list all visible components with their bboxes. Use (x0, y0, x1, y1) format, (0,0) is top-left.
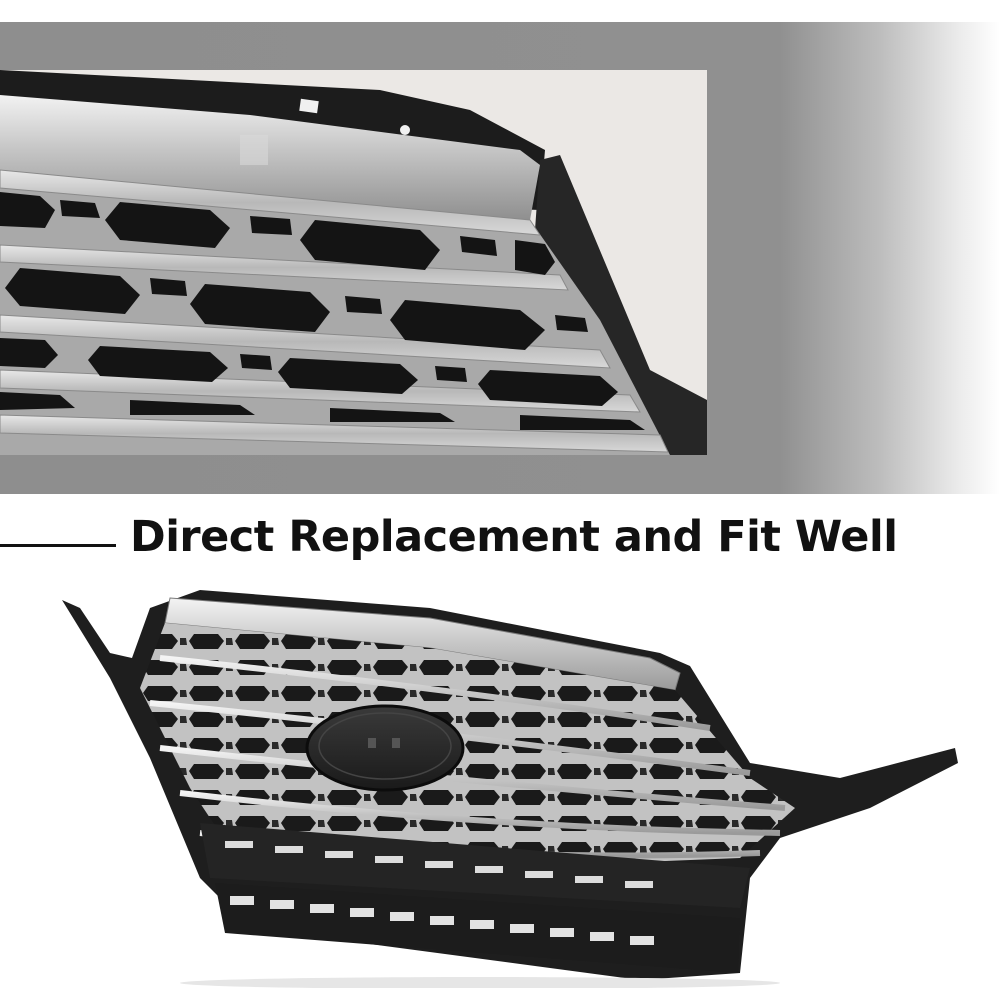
headline: Direct Replacement and Fit Well (130, 512, 898, 562)
grille-product-illustration (62, 590, 958, 988)
frame-right-edge (535, 155, 707, 455)
grille-closeup-illustration (0, 70, 707, 455)
grille-product-photo (50, 578, 970, 988)
emblem-mount (305, 704, 465, 792)
headline-row: Direct Replacement and Fit Well (0, 508, 1000, 584)
grille-closeup-photo (0, 70, 707, 455)
grille-mesh-area (140, 623, 795, 878)
headline-rule (0, 544, 116, 547)
chrome-top-strip (0, 95, 540, 220)
